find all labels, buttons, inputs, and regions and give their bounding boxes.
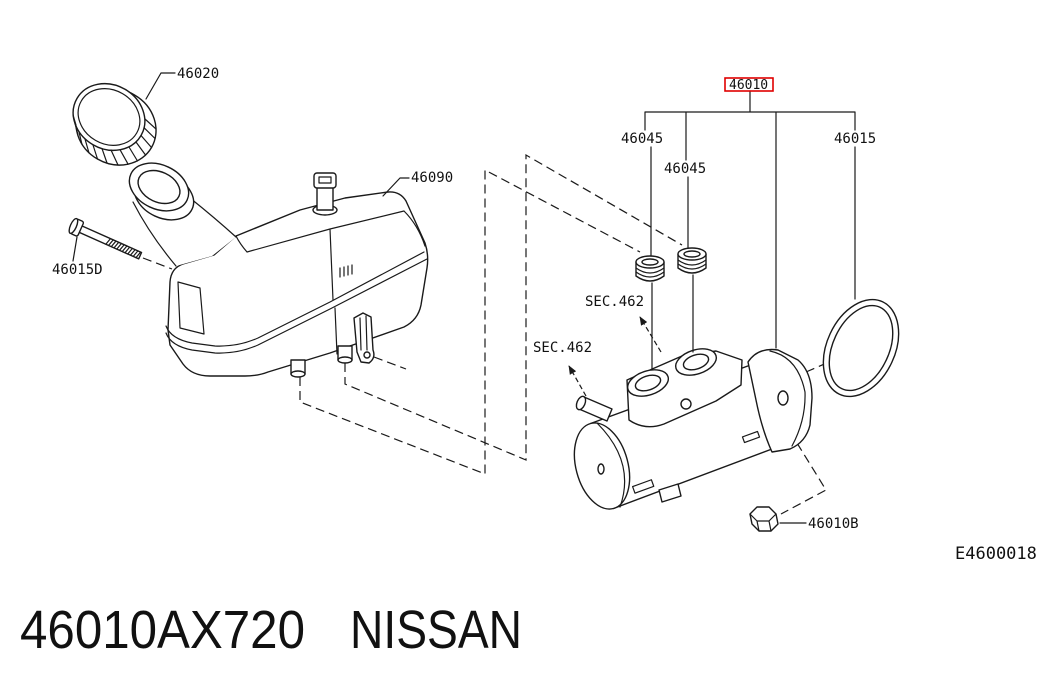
callout-highlight-box[interactable]	[724, 77, 774, 92]
grommet-rear-hole	[683, 250, 701, 258]
grommet-rear	[677, 247, 707, 274]
cylinder-slot-rear	[741, 430, 761, 444]
leader-tank	[382, 177, 410, 197]
nut-outline	[749, 506, 779, 532]
reservoir-clip-hole	[363, 351, 371, 359]
master-cylinder	[573, 348, 813, 510]
cylinder-outlet-nipple-end	[575, 395, 587, 411]
callout-reservoir-bolt[interactable]: 46015D	[52, 262, 103, 278]
reservoir-outlet-front-end	[290, 370, 306, 378]
reservoir-level-marks	[339, 264, 353, 278]
caption-brand: NISSAN	[350, 600, 522, 660]
cylinder-front-hole	[597, 463, 605, 475]
reservoir-bolt	[68, 217, 143, 260]
caption-part-number: 46010AX720	[20, 600, 305, 660]
cylinder-port-rear-bore	[682, 353, 710, 371]
cylinder-slot-front	[631, 479, 655, 494]
bolt-head-face	[68, 217, 79, 235]
leader-tree-assembly	[644, 90, 856, 349]
dashed-line-nut	[780, 442, 827, 515]
grommet-rear-ribs	[677, 259, 707, 270]
leader-lines	[72, 72, 856, 524]
sensor-stem	[316, 185, 334, 211]
cylinder-port-front-bore	[634, 374, 662, 392]
callout-master-cylinder-assembly[interactable]: 46010	[729, 78, 768, 93]
cylinder-flange-bolt-hole	[777, 390, 789, 406]
callout-reservoir-cap[interactable]: 46020	[177, 66, 219, 82]
leader-grommet-to-ports	[651, 274, 694, 371]
grommet-front-ribs	[635, 267, 665, 278]
assembly-dashed-lines	[142, 153, 830, 515]
cylinder-bottom-lug	[658, 483, 682, 503]
dashed-line-outlet-rear	[344, 153, 683, 461]
o-ring-inner	[828, 304, 894, 392]
o-ring	[822, 298, 900, 398]
callout-o-ring[interactable]: 46015	[834, 131, 876, 147]
callout-labels: 46020 46090 46015D 46010 46045 46045 460…	[52, 66, 1037, 564]
reservoir-cap	[72, 82, 157, 166]
callout-reservoir-tank[interactable]: 46090	[411, 170, 453, 186]
callout-section-ref-front[interactable]: SEC.462	[585, 294, 644, 310]
grommet-front	[635, 255, 665, 282]
cylinder-front-rim	[596, 422, 626, 508]
reservoir-clip	[353, 312, 375, 364]
dashed-line-bolt	[142, 257, 173, 270]
reservoir-side-recess	[177, 281, 205, 335]
reservoir-seam-upper	[165, 251, 425, 347]
caption: 46010AX720 NISSAN	[20, 600, 522, 660]
leader-cap	[145, 72, 176, 100]
sensor-connector-socket	[318, 176, 332, 184]
arrow-section-ref-rear	[568, 365, 587, 397]
callout-nut[interactable]: 46010B	[808, 516, 859, 532]
cylinder-block-side-hole	[680, 398, 692, 410]
filler-opening	[137, 169, 181, 205]
arrow-section-ref-front	[639, 316, 662, 353]
sensor-connector	[313, 172, 337, 189]
cap-knurl-ribs	[72, 114, 157, 166]
cylinder-flange-boss	[769, 350, 806, 447]
cap-top-rim	[77, 88, 141, 146]
nut-edges	[749, 513, 777, 532]
bolt-thread	[105, 238, 142, 259]
callout-grommet-front[interactable]: 46045	[621, 131, 663, 147]
reservoir-lid-edge	[235, 210, 426, 355]
leader-bolt	[72, 236, 78, 262]
reservoir-tank	[128, 162, 429, 378]
reservoir-outlet-rear-end	[337, 356, 353, 364]
dashed-line-clip	[373, 356, 407, 370]
callout-section-ref-rear[interactable]: SEC.462	[533, 340, 592, 356]
drawing-code: E4600018	[955, 544, 1037, 564]
reservoir-seam-lower	[165, 258, 428, 354]
reservoir-clip-edges	[359, 315, 368, 351]
callout-grommet-rear[interactable]: 46045	[664, 161, 706, 177]
grommet-front-hole	[641, 258, 659, 266]
dashed-line-outlet-front	[299, 169, 641, 475]
nut	[749, 506, 779, 532]
